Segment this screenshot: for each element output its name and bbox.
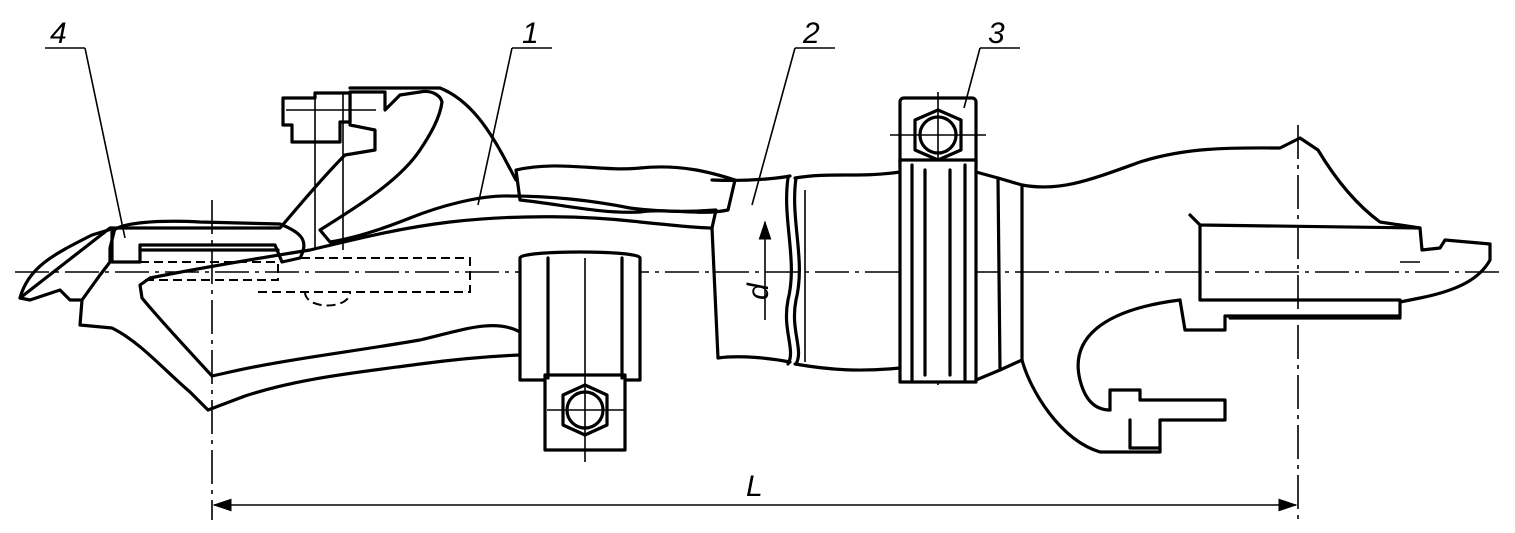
coupling-head-exterior xyxy=(1020,136,1492,454)
hose-reinforced xyxy=(514,164,737,214)
dimension-d: d xyxy=(742,282,775,300)
callout-4: 4 xyxy=(50,17,67,50)
dimensions: d L xyxy=(212,220,1298,512)
coupling-head-section xyxy=(18,86,718,412)
hose-clamp-left xyxy=(518,250,642,462)
dimension-L: L xyxy=(746,470,763,503)
hose-body xyxy=(710,170,902,372)
center-lines xyxy=(15,125,1505,520)
callout-2: 2 xyxy=(802,17,820,50)
callouts: 4 1 2 3 xyxy=(45,17,1020,239)
callout-1: 1 xyxy=(522,17,539,50)
callout-3: 3 xyxy=(988,17,1005,50)
hose-clamp-right xyxy=(890,92,1024,385)
